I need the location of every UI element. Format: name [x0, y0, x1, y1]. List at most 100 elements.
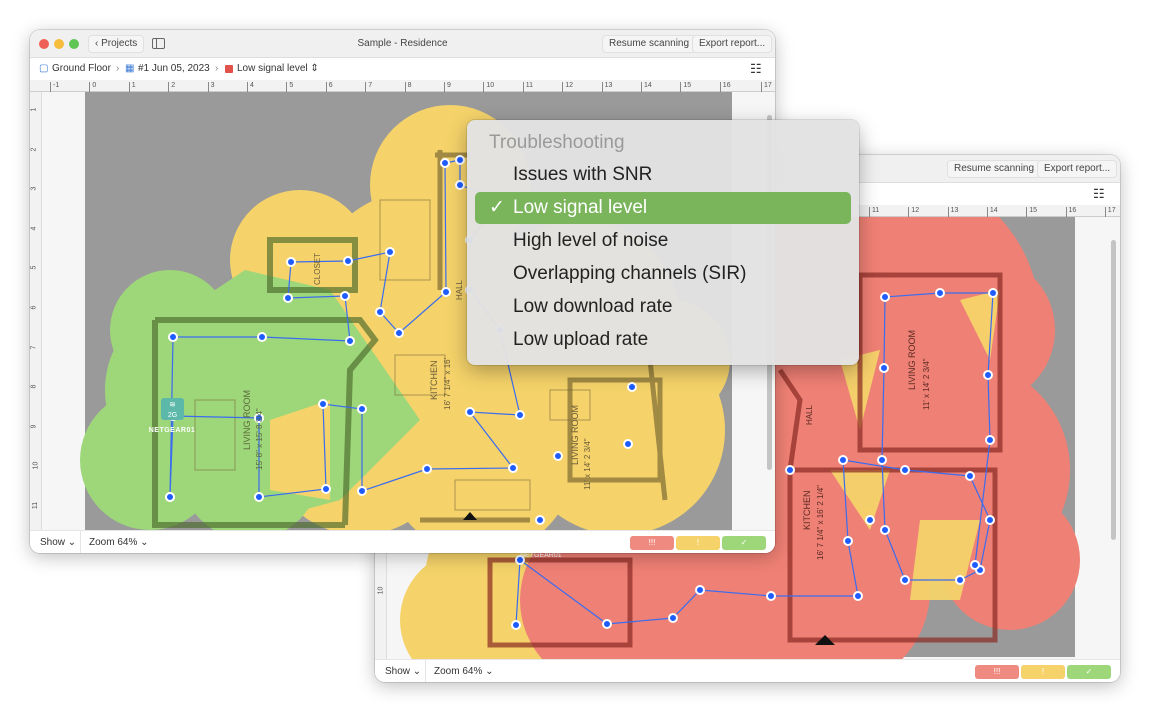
measurement-point[interactable] [785, 465, 795, 475]
export-report-button[interactable]: Export report... [692, 35, 773, 53]
menu-item-download[interactable]: Low download rate [513, 296, 673, 317]
resume-scanning-button[interactable]: Resume scanning [602, 35, 697, 53]
measurement-point[interactable] [257, 332, 267, 342]
measurement-point[interactable] [838, 455, 848, 465]
measurement-point[interactable] [422, 464, 432, 474]
resume-scanning-button[interactable]: Resume scanning [947, 160, 1042, 178]
measurement-point[interactable] [455, 180, 465, 190]
measurement-point[interactable] [900, 465, 910, 475]
window-title: Sample - Residence [357, 38, 448, 49]
measurement-point[interactable] [985, 435, 995, 445]
show-dropdown[interactable]: Show ⌄ [385, 666, 422, 677]
measurement-point[interactable] [965, 471, 975, 481]
settings-sliders-icon[interactable]: ☷ [1093, 186, 1105, 201]
close-button[interactable] [39, 39, 49, 49]
measurement-point[interactable] [385, 247, 395, 257]
minimize-button[interactable] [54, 39, 64, 49]
legend-bad[interactable]: !!! [975, 665, 1019, 679]
breadcrumb: ▢ Ground Floor › ▦ #1 Jun 05, 2023 › Low… [30, 58, 775, 80]
zoom-dropdown[interactable]: Zoom 64% ⌄ [425, 660, 494, 682]
room-label: HALL [805, 404, 814, 425]
measurement-point[interactable] [623, 439, 633, 449]
measurement-point[interactable] [985, 515, 995, 525]
measurement-point[interactable] [879, 363, 889, 373]
measurement-point[interactable] [553, 451, 563, 461]
measurement-point[interactable] [283, 293, 293, 303]
visualization-color-icon [225, 65, 233, 73]
measurement-point[interactable] [465, 407, 475, 417]
measurement-point[interactable] [394, 328, 404, 338]
visualization-dropdown[interactable]: Low signal level ⇕ [237, 58, 319, 80]
sidebar-toggle-icon[interactable] [152, 38, 165, 49]
measurement-point[interactable] [627, 382, 637, 392]
zoom-button[interactable] [69, 39, 79, 49]
show-dropdown[interactable]: Show ⌄ [40, 537, 77, 548]
zoom-dropdown[interactable]: Zoom 64% ⌄ [80, 531, 149, 553]
measurement-point[interactable] [286, 257, 296, 267]
measurement-point[interactable] [357, 404, 367, 414]
router-band: 2G [168, 412, 177, 419]
breadcrumb-scan[interactable]: #1 Jun 05, 2023 [138, 63, 210, 74]
menu-item-snr[interactable]: Issues with SNR [513, 164, 653, 185]
measurement-point[interactable] [168, 332, 178, 342]
legend-warning[interactable]: ! [676, 536, 720, 550]
measurement-point[interactable] [515, 555, 525, 565]
legend-good[interactable]: ✓ [1067, 665, 1111, 679]
room-label: LIVING ROOM [570, 405, 580, 465]
measurement-point[interactable] [345, 336, 355, 346]
measurement-point[interactable] [853, 591, 863, 601]
measurement-point[interactable] [900, 575, 910, 585]
measurement-point[interactable] [343, 256, 353, 266]
measurement-point[interactable] [515, 410, 525, 420]
measurement-point[interactable] [880, 292, 890, 302]
measurement-point[interactable] [602, 619, 612, 629]
measurement-point[interactable] [955, 575, 965, 585]
measurement-point[interactable] [988, 288, 998, 298]
measurement-point[interactable] [440, 158, 450, 168]
vertical-scrollbar[interactable] [1111, 240, 1116, 540]
measurement-point[interactable] [340, 291, 350, 301]
measurement-point[interactable] [865, 515, 875, 525]
measurement-point[interactable] [375, 307, 385, 317]
menu-item-overlapping[interactable]: Overlapping channels (SIR) [513, 263, 747, 284]
measurement-point[interactable] [668, 613, 678, 623]
measurement-point[interactable] [935, 288, 945, 298]
measurement-point[interactable] [695, 585, 705, 595]
room-label: KITCHEN [429, 360, 439, 400]
measurement-point[interactable] [880, 525, 890, 535]
measurement-point[interactable] [511, 620, 521, 630]
measurement-point[interactable] [970, 560, 980, 570]
room-dimension: 16' 7 1/4" x 16' [443, 357, 452, 410]
menu-item-low-signal[interactable]: ✓Low signal level [475, 192, 851, 224]
measurement-point[interactable] [254, 492, 264, 502]
measurement-point[interactable] [983, 370, 993, 380]
measurement-point[interactable] [441, 287, 451, 297]
export-report-button[interactable]: Export report... [1037, 160, 1118, 178]
router-badge[interactable] [161, 398, 184, 420]
projects-back-button[interactable]: ‹ Projects [88, 35, 145, 53]
measurement-point[interactable] [843, 536, 853, 546]
measurement-point[interactable] [455, 155, 465, 165]
measurement-point[interactable] [318, 399, 328, 409]
measurement-point[interactable] [357, 486, 367, 496]
menu-item-noise[interactable]: High level of noise [513, 230, 669, 251]
measurement-point[interactable] [254, 413, 264, 423]
ruler-label: 1 [30, 107, 38, 112]
ruler-label: 12 [908, 207, 919, 217]
legend-warning[interactable]: ! [1021, 665, 1065, 679]
menu-item-upload[interactable]: Low upload rate [513, 329, 649, 350]
measurement-point[interactable] [766, 591, 776, 601]
menu-header: Troubleshooting [489, 132, 625, 153]
breadcrumb-floor[interactable]: Ground Floor [52, 63, 111, 74]
measurement-point[interactable] [508, 463, 518, 473]
measurement-point[interactable] [321, 484, 331, 494]
measurement-point[interactable] [535, 515, 545, 525]
measurement-point[interactable] [165, 492, 175, 502]
legend-bad[interactable]: !!! [630, 536, 674, 550]
ruler-label: 9 [444, 82, 451, 92]
measurement-point[interactable] [877, 455, 887, 465]
floor-icon: ▢ [39, 63, 49, 74]
legend-good[interactable]: ✓ [722, 536, 766, 550]
show-label: Show [40, 537, 66, 548]
settings-sliders-icon[interactable]: ☷ [750, 61, 762, 76]
